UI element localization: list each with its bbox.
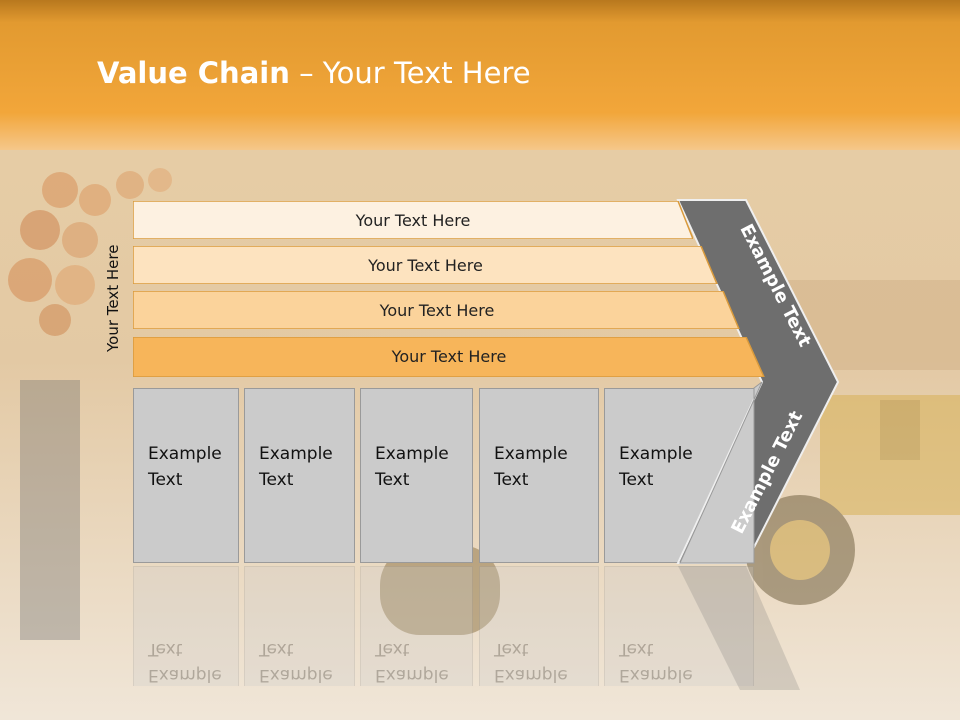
row-shape <box>133 337 765 377</box>
row-shape <box>133 201 693 239</box>
box-line2: Text <box>375 470 410 490</box>
value-row-2: Your Text Here <box>133 246 718 284</box>
box-line2: Text <box>619 470 654 490</box>
row-label: Your Text Here <box>379 300 495 320</box>
box-line2: Text <box>494 470 529 490</box>
box-line2: Text <box>148 470 183 490</box>
box-line2: Text <box>259 470 294 490</box>
box-line1: Example <box>494 444 568 464</box>
title-rest: – Your Text Here <box>289 56 531 90</box>
box-line1: Example <box>259 444 333 464</box>
value-row-1: Your Text Here <box>133 201 693 239</box>
row-shape <box>133 291 740 329</box>
box-line1: Example <box>619 444 693 464</box>
row-shape <box>133 246 718 284</box>
value-row-3: Your Text Here <box>133 291 741 329</box>
row-label: Your Text Here <box>355 210 471 230</box>
row-label: Your Text Here <box>368 255 483 275</box>
box-line1: Example <box>148 444 222 464</box>
page-title: Value Chain – Your Text Here <box>97 56 531 90</box>
row-label: Your Text Here <box>391 346 507 366</box>
value-row-4: Your Text Here <box>133 337 765 377</box>
title-bold: Value Chain <box>97 56 290 90</box>
box-line1: Example <box>375 444 449 464</box>
